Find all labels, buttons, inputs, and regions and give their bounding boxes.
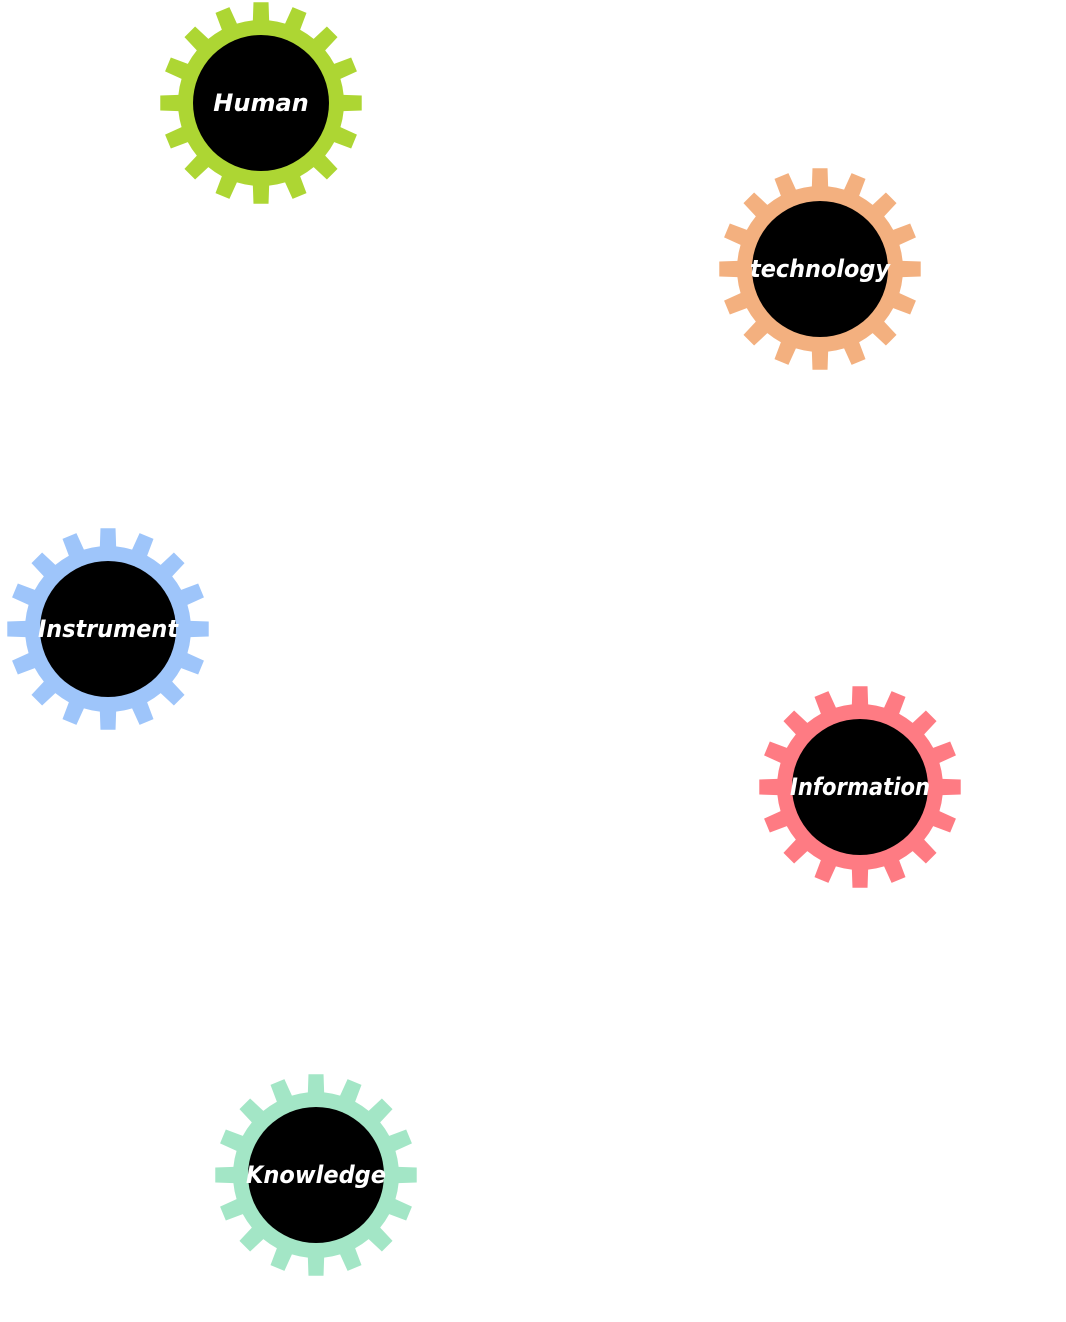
gear-instrument-label: Instrument (38, 615, 179, 643)
gear-knowledge: Knowledge (215, 1074, 417, 1276)
gear-knowledge-hub (248, 1107, 384, 1243)
gear-human: Human (160, 2, 362, 204)
gear-technology-label: technology (750, 255, 891, 283)
gear-technology: technology (719, 168, 921, 370)
gear-human-hub (193, 35, 329, 171)
gear-information: Information (759, 686, 961, 888)
gear-information-label: Information (790, 773, 930, 801)
gear-technology-hub (752, 201, 888, 337)
gear-instrument: Instrument (7, 528, 209, 730)
gear-information-hub (792, 719, 928, 855)
gear-knowledge-label: Knowledge (246, 1161, 386, 1189)
gear-human-label: Human (213, 89, 308, 117)
gear-instrument-hub (40, 561, 176, 697)
